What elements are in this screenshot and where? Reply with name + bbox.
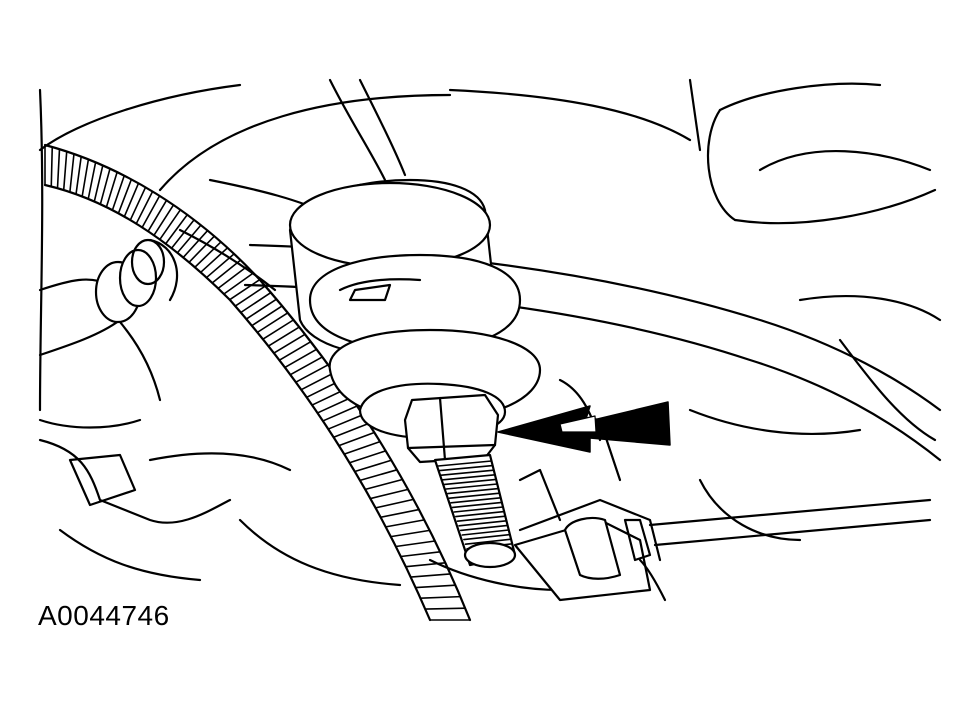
hose-fitting: [38, 238, 179, 357]
figure-id-label: A0044746: [38, 600, 170, 631]
background-structure: [38, 78, 942, 542]
ball-joint-boot: [288, 178, 542, 440]
hex-nut-and-stud: [403, 393, 517, 569]
lower-bracket: [38, 438, 402, 587]
wiring-conduit: [43, 143, 472, 622]
indicator-arrow: [497, 401, 671, 453]
